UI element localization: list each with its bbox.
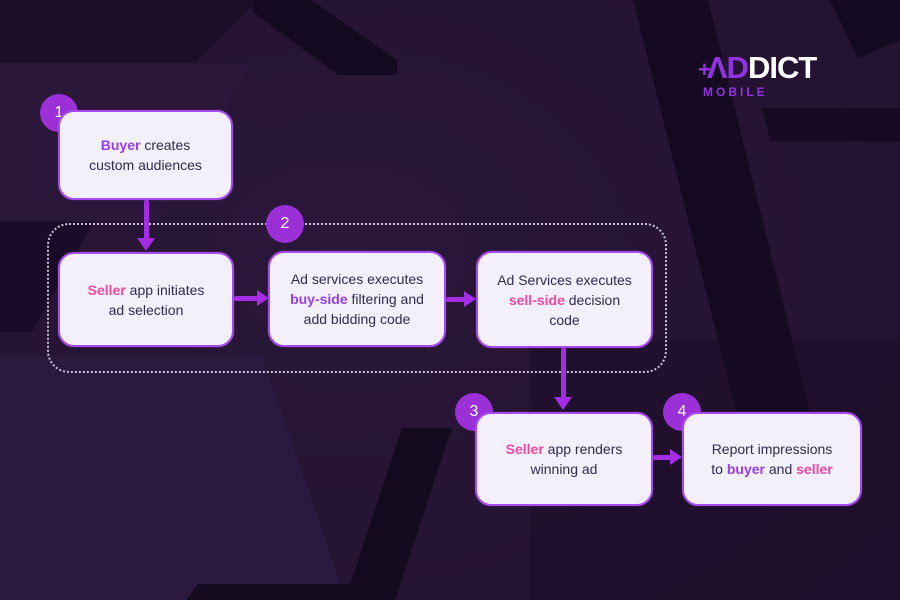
step-number: 3 bbox=[469, 403, 479, 420]
arrowhead-down-icon bbox=[137, 238, 155, 251]
logo-wordmark-purple: ΛD bbox=[706, 50, 749, 85]
step-badge-2: 2 bbox=[266, 205, 304, 243]
arrowhead-right-icon bbox=[257, 290, 269, 306]
arrowhead-right-icon bbox=[464, 291, 476, 307]
flow-box-text: Seller app renders winning ad bbox=[505, 441, 623, 477]
flow-box-seller-renders: Seller app renders winning ad bbox=[475, 412, 653, 506]
logo-wordmark-white: DICT bbox=[747, 50, 817, 85]
flow-box-sell-side-decision: Ad Services executes sell-side decision … bbox=[476, 251, 653, 348]
step-number: 2 bbox=[280, 215, 290, 232]
flow-box-text: Buyer creates custom audiences bbox=[89, 137, 202, 173]
flow-box-text: Ad Services executes sell-side decision … bbox=[497, 271, 632, 328]
flow-box-buy-side-filtering: Ad services executes buy-side filtering … bbox=[268, 251, 446, 347]
logo-plus-icon: + bbox=[698, 57, 711, 82]
flow-box-report-impressions: Report impressions to buyer and seller bbox=[682, 412, 862, 506]
flow-box-text: Ad services executes buy-side filtering … bbox=[290, 271, 424, 327]
logo-tagline: MOBILE bbox=[703, 85, 768, 99]
arrow-buyer-to-seller bbox=[144, 200, 149, 240]
flow-box-buyer-creates: Buyer creates custom audiences bbox=[58, 110, 233, 200]
arrow-buyside-to-sellside bbox=[446, 297, 466, 302]
arrowhead-right-icon bbox=[670, 449, 682, 465]
arrowhead-down-icon bbox=[554, 397, 572, 410]
flow-box-seller-initiates: Seller app initiates ad selection bbox=[58, 252, 234, 347]
arrow-sellside-to-renders bbox=[561, 348, 566, 399]
addict-mobile-logo: + ΛD DICT MOBILE bbox=[698, 50, 817, 99]
flow-box-text: Seller app initiates ad selection bbox=[87, 281, 205, 318]
arrow-seller-to-buyside bbox=[234, 296, 259, 301]
flow-box-text: Report impressions to buyer and seller bbox=[711, 441, 833, 477]
